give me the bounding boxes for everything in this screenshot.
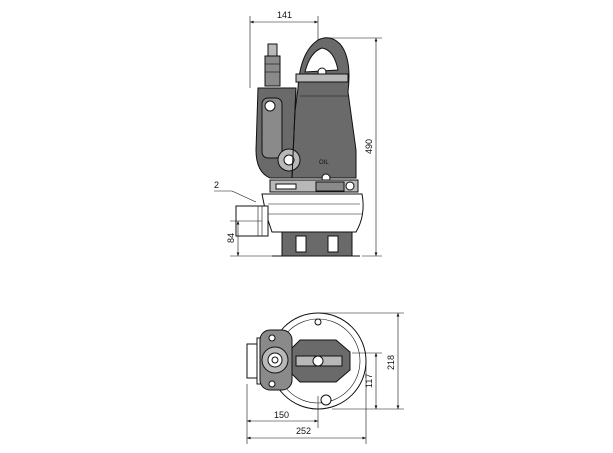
dim-117-label: 117 <box>364 374 374 388</box>
oil-marker-label: OIL <box>319 160 329 166</box>
side-view: OIL <box>214 10 382 257</box>
base-stand <box>272 231 360 257</box>
callout-2: 2 <box>214 180 257 203</box>
dim-84-label: 84 <box>226 233 236 243</box>
dim-141-label: 141 <box>277 10 292 20</box>
clamp-band <box>269 179 359 193</box>
dim-150-label: 150 <box>274 410 289 420</box>
dim-141: 141 <box>249 10 319 88</box>
dim-490: 490 <box>326 37 382 257</box>
dim-490-label: 490 <box>364 139 374 154</box>
cable-gland <box>264 43 281 87</box>
plan-control-box <box>259 329 293 391</box>
dim-252-label: 252 <box>296 426 311 436</box>
dim-150: 150 <box>246 384 319 444</box>
pump-volute <box>261 193 364 233</box>
callout-2-label: 2 <box>214 180 219 190</box>
plan-view: 218 117 150 252 <box>246 312 404 444</box>
dim-218-label: 218 <box>386 355 396 370</box>
dim-218: 218 <box>318 312 404 410</box>
dim-84: 84 <box>226 220 280 257</box>
side-control-box <box>255 87 301 179</box>
motor-housing: OIL <box>289 37 357 183</box>
dim-117: 117 <box>352 352 382 409</box>
dim-252: 252 <box>247 361 367 444</box>
